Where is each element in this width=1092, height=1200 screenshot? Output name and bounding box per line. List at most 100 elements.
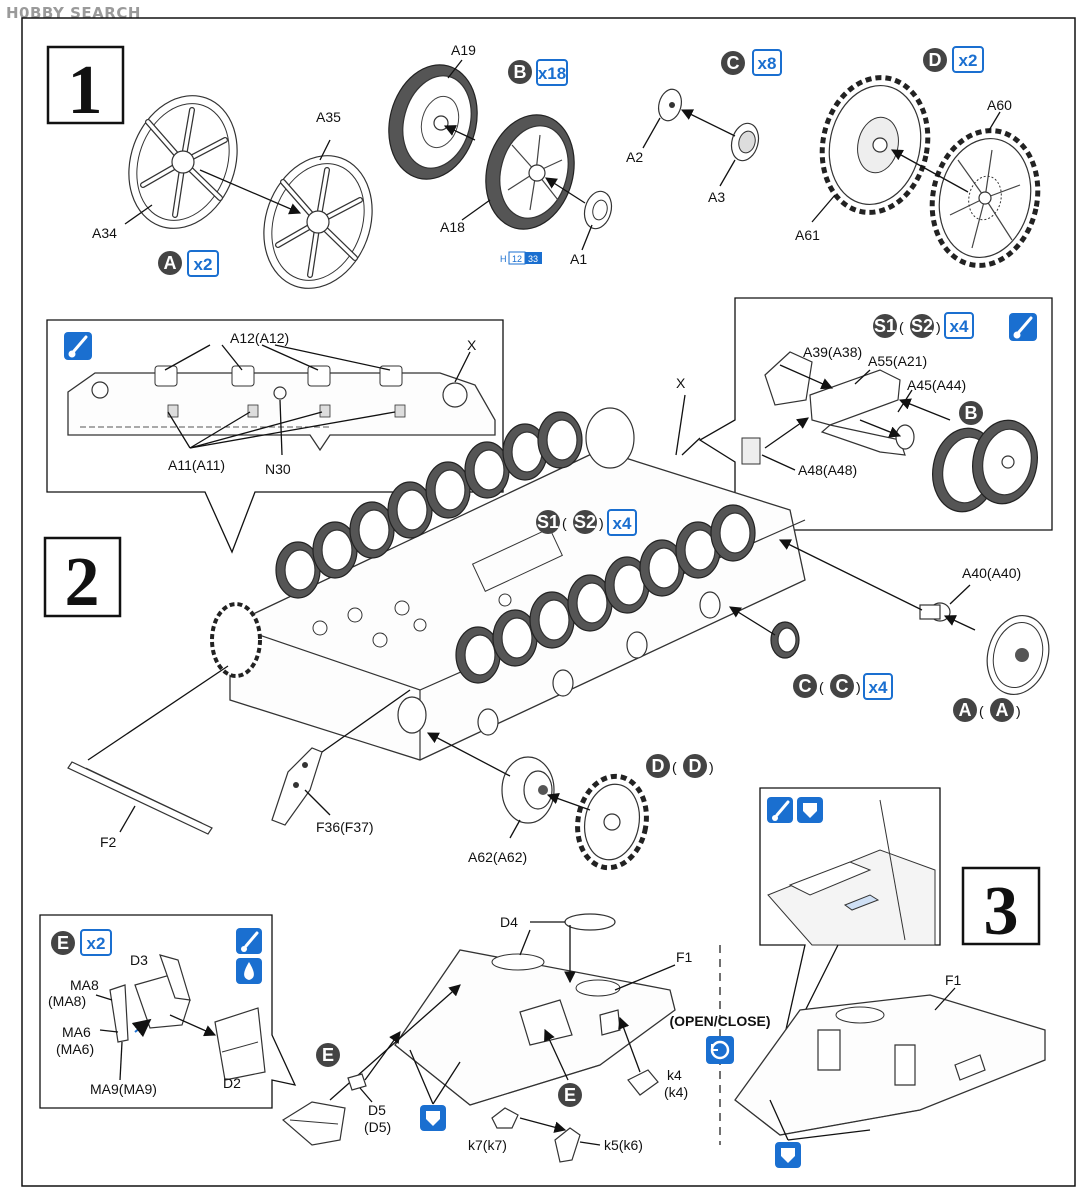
svg-text:(: ( — [672, 759, 677, 775]
label-a39: A39(A38) — [803, 344, 862, 360]
badge-c-pair: C ( C ) — [793, 674, 861, 698]
svg-text:): ) — [599, 515, 604, 531]
hub-cap-a1 — [583, 190, 613, 230]
part-k4 — [627, 1069, 659, 1096]
svg-text:): ) — [1016, 703, 1021, 719]
label-d5: D5 — [368, 1102, 386, 1118]
label-a40: A40(A40) — [962, 565, 1021, 581]
svg-text:x18: x18 — [538, 64, 566, 83]
badge-e-right: E — [558, 1083, 582, 1107]
sprocket-a61 — [819, 75, 931, 215]
label-a18: A18 — [440, 219, 465, 235]
step-2: 2 — [43, 297, 1053, 871]
label-a48: A48(A48) — [798, 462, 857, 478]
svg-text:D: D — [652, 756, 665, 776]
assembly-arrow — [199, 169, 302, 215]
axle-a40 — [919, 602, 951, 622]
cement-icon — [797, 797, 823, 823]
label-a34: A34 — [92, 225, 117, 241]
badge-e-callout: E — [51, 931, 75, 955]
step-2-box — [43, 536, 122, 618]
badge-s2-top: S2 — [910, 314, 934, 338]
label-a61: A61 — [795, 227, 820, 243]
hull-top-open — [394, 949, 676, 1106]
svg-text:S2: S2 — [574, 512, 596, 532]
svg-text:(: ( — [562, 515, 567, 531]
cement-icon-2 — [775, 1142, 801, 1168]
return-roller-c — [770, 621, 800, 659]
label-k4-paren: (k4) — [664, 1084, 688, 1100]
hull-side-panel — [67, 365, 496, 452]
label-d4: D4 — [500, 914, 518, 930]
svg-text:S1: S1 — [537, 512, 559, 532]
svg-text:33: 33 — [528, 254, 538, 264]
svg-text:S2: S2 — [911, 316, 933, 336]
label-a19: A19 — [451, 42, 476, 58]
svg-text:x4: x4 — [869, 678, 888, 697]
svg-text:C: C — [799, 676, 812, 696]
step-3-number: 3 — [984, 873, 1019, 950]
svg-text:x4: x4 — [613, 514, 632, 533]
qty-x8: x8 — [752, 49, 782, 76]
svg-text:E: E — [564, 1085, 576, 1105]
label-k4: k4 — [667, 1067, 682, 1083]
badge-s1-top: S1 — [873, 314, 897, 338]
lower-hull — [210, 407, 806, 761]
paint-brush-icon-4 — [236, 928, 262, 954]
qty-x2-a: x2 — [187, 250, 219, 277]
label-k7: k7(k7) — [468, 1137, 507, 1153]
label-f1-step3: F1 — [945, 972, 962, 988]
svg-text:D: D — [689, 756, 702, 776]
step-1-box — [46, 45, 125, 125]
svg-text:(: ( — [899, 319, 904, 335]
svg-text:H: H — [500, 254, 507, 264]
part-a2 — [657, 88, 683, 122]
step-3: 3 F1 — [39, 787, 1046, 1168]
road-wheel-a18 — [485, 114, 575, 230]
svg-text:E: E — [322, 1045, 334, 1065]
step-3-box — [961, 866, 1041, 946]
svg-text:D: D — [929, 50, 942, 70]
cement-icon-3 — [420, 1105, 446, 1131]
drive-hub-a62 — [501, 756, 555, 824]
step-2-number: 2 — [65, 544, 100, 621]
qty-x4-mid: x4 — [607, 509, 637, 536]
svg-text:12: 12 — [512, 254, 522, 264]
qty-x4-top: x4 — [944, 312, 974, 339]
step-1-number: 1 — [68, 52, 103, 129]
svg-text:S1: S1 — [874, 316, 896, 336]
svg-text:A: A — [959, 700, 972, 720]
svg-text:C: C — [727, 53, 740, 73]
label-ma6: MA6 — [62, 1024, 91, 1040]
svg-text:): ) — [936, 319, 941, 335]
glue-icon — [236, 958, 262, 984]
paint-brush-icon — [64, 332, 92, 360]
badge-b: B — [508, 60, 532, 84]
svg-text:x2: x2 — [194, 255, 213, 274]
svg-text:B: B — [965, 403, 978, 423]
part-f36 — [271, 747, 323, 826]
label-d5-paren: (D5) — [364, 1119, 391, 1135]
paint-brush-icon-2 — [1009, 313, 1037, 341]
part-k5 — [554, 1127, 581, 1163]
bogie-assembly — [741, 351, 1038, 513]
label-a1: A1 — [570, 251, 587, 267]
label-d2: D2 — [223, 1075, 241, 1091]
label-ma8-paren: (MA8) — [48, 993, 86, 1009]
badge-c: C — [721, 51, 745, 75]
label-a2: A2 — [626, 149, 643, 165]
svg-text:E: E — [57, 933, 69, 953]
badge-e-left: E — [316, 1043, 340, 1067]
label-a12: A12(A12) — [230, 330, 289, 346]
color-code-badge: H 12 33 — [500, 251, 542, 265]
svg-text:x4: x4 — [950, 317, 969, 336]
idler-wheel-a35 — [263, 155, 373, 289]
label-open-close: (OPEN/CLOSE) — [669, 1013, 770, 1029]
qty-x2-e: x2 — [80, 929, 112, 956]
badge-b-detail: B — [959, 401, 983, 425]
label-x-detail: X — [467, 337, 477, 353]
label-ma6-paren: (MA6) — [56, 1041, 94, 1057]
badge-d-pair: D ( D ) — [646, 754, 714, 778]
badge-s1-mid: S1 — [536, 510, 560, 534]
